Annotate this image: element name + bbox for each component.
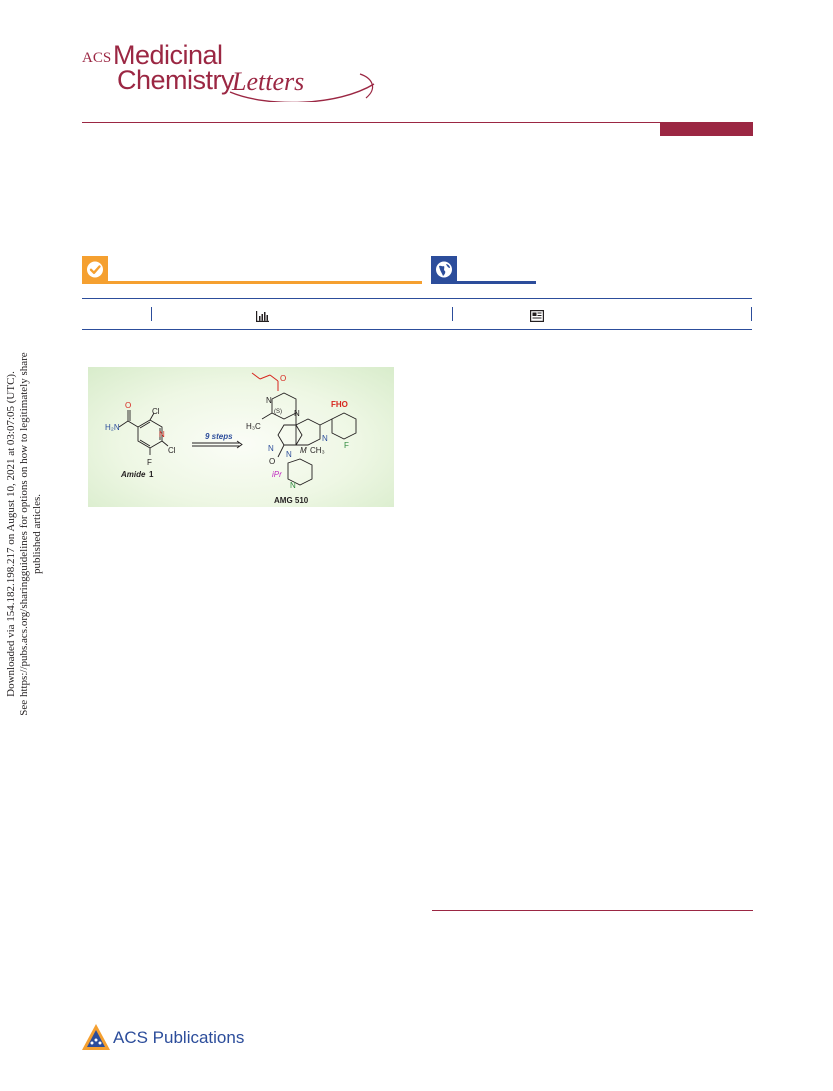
label-m: M [300,446,307,455]
label-f: F [344,441,349,450]
metrics-divider [751,307,752,321]
label-o: O [269,457,275,466]
label-n: N [266,396,272,405]
reaction-arrow [192,440,243,449]
steps-label: 9 steps [205,432,233,441]
amide-structure [118,410,169,455]
label-s: (S) [274,409,282,415]
metrics-bottom-rule [82,329,752,330]
free-access-bar [431,281,536,284]
publisher-logo[interactable]: ACS Publications [80,1022,250,1056]
label-n: N [322,434,328,443]
label-h3c: H₃C [246,422,261,431]
label-n: N [294,409,300,418]
open-access-bar [82,281,422,284]
header-rule [82,122,752,123]
toc-graphic: O Cl N Cl F H₂N Amide 1 9 steps O N N (S [88,367,394,507]
label-cl: Cl [168,446,176,455]
bar-chart-icon[interactable] [256,309,269,327]
core-rings [277,412,357,458]
metrics-top-rule [82,298,752,299]
product-label: AMG 510 [274,496,309,505]
label-n: N [159,430,165,439]
label-o: O [280,374,286,383]
download-note: Downloaded via 154.182.198.217 on August… [5,0,45,734]
label-cl: Cl [152,407,160,416]
pyridine [287,458,313,486]
download-note-line: See https://pubs.acs.org/sharingguidelin… [18,352,43,716]
piperazine [261,392,297,425]
metrics-divider [151,307,152,321]
label-o: O [125,401,131,410]
acs-triangle-icon [82,1024,110,1050]
label-ipr: iPr [272,470,282,479]
start-number-label: 1 [149,470,154,479]
label-n: N [268,444,274,453]
check-circle-icon[interactable] [82,256,108,283]
download-note-line: Downloaded via 154.182.198.217 on August… [5,371,17,697]
logo-swoosh [229,73,375,102]
label-h2n: H₂N [105,423,120,432]
label-ch3: CH₃ [310,446,325,455]
label-n: N [290,481,296,490]
start-material-label: Amide [120,470,146,479]
globe-icon[interactable] [431,256,457,283]
journal-logo: ACS Medicinal Chemistry Letters [82,40,375,102]
label-f: F [147,458,152,467]
label-n: N [286,450,292,459]
footnote-rule [432,910,753,911]
metrics-divider [452,307,453,321]
reaction-scheme: O Cl N Cl F H₂N Amide 1 9 steps O N N (S [105,372,357,505]
header-tab [660,122,753,136]
publisher-name: ACS Publications [113,1028,245,1047]
article-icon[interactable] [530,309,545,327]
acrylamide [251,372,279,391]
label-fho: FHO [331,400,348,409]
